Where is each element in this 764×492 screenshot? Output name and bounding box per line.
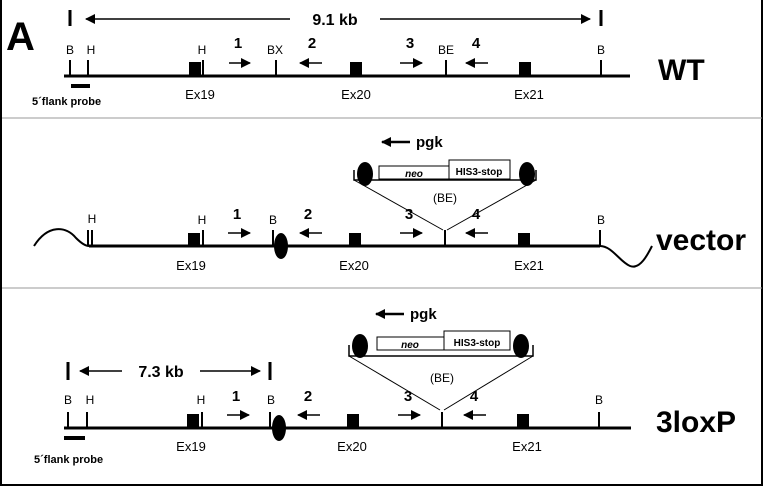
vector-exon-label: Ex19 <box>176 258 206 273</box>
loxp-primer-label: 3 <box>404 388 412 405</box>
vector-plasmid-end-left <box>33 228 90 247</box>
loxp-exon-19 <box>187 414 199 428</box>
vector-insert-line <box>353 179 444 231</box>
vector-loxp-site <box>519 162 535 186</box>
loxp-row: pgk neo HIS3-stop (BE) 7.3 kb B H H B B <box>34 306 736 466</box>
vector-site-label: H <box>198 213 207 227</box>
loxp-primer-label: 2 <box>304 388 312 405</box>
wt-primer-label: 4 <box>472 35 481 52</box>
loxp-his3-label: HIS3-stop <box>454 338 501 349</box>
loxp-cassette-bracket <box>348 345 534 357</box>
vector-primer-label: 2 <box>304 206 312 223</box>
vector-primer-label: 4 <box>472 206 481 223</box>
loxp-primer-label: 1 <box>232 388 240 405</box>
wt-site-label: H <box>198 43 207 57</box>
vector-row-name: vector <box>656 224 746 257</box>
wt-site-label: BX <box>267 43 283 57</box>
wt-site-label: BE <box>438 43 454 57</box>
wt-probe-bar <box>71 84 90 88</box>
wt-exon-19 <box>189 62 201 76</box>
wt-site-label: B <box>597 43 605 57</box>
vector-his3-label: HIS3-stop <box>456 167 503 178</box>
loxp-probe-bar <box>64 436 85 440</box>
loxp-site-label: B <box>64 393 72 407</box>
vector-insert-line <box>446 179 537 231</box>
loxp-span-label: 7.3 kb <box>138 364 184 381</box>
wt-probe-label: 5´flank probe <box>32 96 101 108</box>
panel-label: A <box>6 15 35 59</box>
loxp-exon-label: Ex19 <box>176 439 206 454</box>
wt-site-label: H <box>87 43 96 57</box>
loxp-his3-box <box>443 330 511 351</box>
wt-primer-label: 1 <box>234 35 242 52</box>
vector-plasmid-end-right <box>599 245 653 268</box>
loxp-loxp-site <box>352 334 368 358</box>
vector-loxp-site <box>274 233 288 259</box>
loxp-exon-label: Ex20 <box>337 439 367 454</box>
loxp-site-label: H <box>197 393 206 407</box>
vector-exon-20 <box>349 233 361 246</box>
loxp-pgk-label: pgk <box>410 306 437 323</box>
loxp-site-label: B <box>267 393 275 407</box>
wt-primer-label: 3 <box>406 35 414 52</box>
vector-loxp-site <box>357 162 373 186</box>
vector-exon-21 <box>518 233 530 246</box>
vector-site-label: H <box>88 212 97 226</box>
vector-exon-label: Ex20 <box>339 258 369 273</box>
loxp-probe-label: 5´flank probe <box>34 454 103 466</box>
loxp-row-name: 3loxP <box>656 406 736 439</box>
loxp-exon-label: Ex21 <box>512 439 542 454</box>
loxp-exon-20 <box>347 414 359 428</box>
vector-pgk-label: pgk <box>416 134 443 151</box>
vector-primer-label: 3 <box>405 206 413 223</box>
vector-exon-19 <box>188 233 200 246</box>
wt-row: 9.1 kb B H H BX BE B Ex19 Ex20 Ex21 1 2 … <box>32 10 705 108</box>
vector-site-label: B <box>269 213 277 227</box>
vector-his3-box <box>448 159 511 180</box>
vector-site-label: B <box>597 213 605 227</box>
wt-exon-21 <box>519 62 531 76</box>
wt-span-label: 9.1 kb <box>312 12 358 29</box>
vector-primer-label: 1 <box>233 206 241 223</box>
wt-site-label: B <box>66 43 74 57</box>
wt-row-name: WT <box>658 54 705 87</box>
loxp-exon-21 <box>517 414 529 428</box>
loxp-loxp-site <box>513 334 529 358</box>
vector-cassette-bracket <box>353 170 537 181</box>
wt-primer-label: 2 <box>308 35 316 52</box>
vector-exon-label: Ex21 <box>514 258 544 273</box>
wt-exon-20 <box>350 62 362 76</box>
vector-row: pgk neo HIS3-stop (BE) H H B B Ex19 Ex <box>33 134 746 273</box>
wt-exon-label: Ex19 <box>185 87 215 102</box>
loxp-insert-line <box>443 355 534 411</box>
loxp-neo-label: neo <box>401 340 419 351</box>
loxp-site-label: B <box>595 393 603 407</box>
wt-exon-label: Ex21 <box>514 87 544 102</box>
loxp-loxp-site <box>272 415 286 441</box>
loxp-insert-line <box>348 355 441 411</box>
wt-exon-label: Ex20 <box>341 87 371 102</box>
vector-neo-label: neo <box>405 169 423 180</box>
loxp-site-label: H <box>86 393 95 407</box>
vector-insert-site-label: (BE) <box>433 191 457 205</box>
loxp-insert-site-label: (BE) <box>430 371 454 385</box>
loxp-primer-label: 4 <box>470 388 479 405</box>
